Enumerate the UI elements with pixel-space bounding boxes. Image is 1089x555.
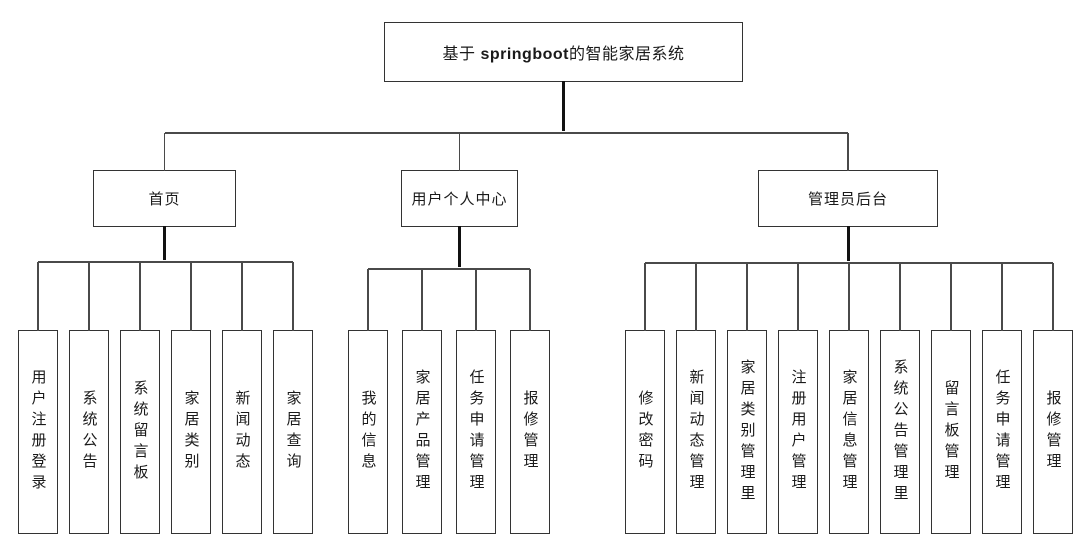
leaf-label: 新闻动态 — [233, 390, 251, 474]
leaf-label: 用户注册登录 — [29, 369, 47, 495]
leaf-node-user-register-login: 用户注册登录 — [18, 262, 58, 534]
branch-node-user-center: 用户个人中心 — [401, 133, 518, 267]
leaf-label: 系统公告 — [80, 390, 98, 474]
leaf-label: 任务申请管理 — [993, 369, 1011, 495]
leaf-node-task-apply-mgmt: 任务申请管理 — [456, 269, 496, 534]
leaf-label: 家居查询 — [284, 390, 302, 474]
leaf-label: 任务申请管理 — [467, 369, 485, 495]
leaf-label: 报修管理 — [1044, 390, 1062, 474]
leaf-node-message-board-mgmt: 留言板管理 — [931, 263, 971, 534]
leaf-node-home-product-mgmt: 家居产品管理 — [402, 269, 442, 534]
leaf-node-repair-mgmt: 报修管理 — [510, 269, 550, 534]
leaf-node-my-info: 我的信息 — [348, 269, 388, 534]
leaf-node-home-category: 家居类别 — [171, 262, 211, 534]
leaf-label: 我的信息 — [359, 390, 377, 474]
branch-node-home: 首页 — [93, 133, 236, 260]
leaf-label: 家居产品管理 — [413, 369, 431, 495]
leaf-node-home-search: 家居查询 — [273, 262, 313, 534]
leaf-node-news-mgmt: 新闻动态管理 — [676, 263, 716, 534]
leaf-group-admin: 修改密码 新闻动态管理 家居类别管理里 注册用户管理 家居信息管理 系统公告管理… — [625, 263, 1073, 534]
root-title-text: 基于 springboot的智能家居系统 — [442, 46, 685, 63]
leaf-label: 系统公告管理里 — [891, 358, 909, 506]
connector-bus-user-center-group — [368, 268, 530, 270]
leaf-label: 注册用户管理 — [789, 369, 807, 495]
leaf-node-system-announcement: 系统公告 — [69, 262, 109, 534]
connector-bus-top — [165, 132, 848, 134]
leaf-label: 修改密码 — [636, 390, 654, 474]
leaf-label: 系统留言板 — [131, 379, 149, 485]
leaf-node-system-announcement-mgmt: 系统公告管理里 — [880, 263, 920, 534]
leaf-group-user-center: 我的信息 家居产品管理 任务申请管理 报修管理 — [348, 269, 550, 534]
connector-bus-home-group — [38, 261, 293, 263]
branch-label: 管理员后台 — [807, 191, 888, 208]
leaf-group-home: 用户注册登录 系统公告 系统留言板 家居类别 新闻动态 家居查询 — [18, 262, 313, 534]
leaf-label: 家居类别管理里 — [738, 358, 756, 506]
connector-bus-admin-group — [645, 262, 1053, 264]
leaf-node-system-message-board: 系统留言板 — [120, 262, 160, 534]
leaf-node-home-category-mgmt: 家居类别管理里 — [727, 263, 767, 534]
branch-node-admin-backend: 管理员后台 — [758, 133, 938, 261]
root-node-system-title: 基于 springboot的智能家居系统 — [384, 22, 743, 131]
leaf-node-registered-user-mgmt: 注册用户管理 — [778, 263, 818, 534]
leaf-node-task-apply-mgmt-admin: 任务申请管理 — [982, 263, 1022, 534]
leaf-node-news-updates: 新闻动态 — [222, 262, 262, 534]
root-title-bold-part: springboot — [480, 46, 569, 63]
leaf-label: 报修管理 — [521, 390, 539, 474]
leaf-label: 家居信息管理 — [840, 369, 858, 495]
leaf-label: 家居类别 — [182, 390, 200, 474]
leaf-node-home-info-mgmt: 家居信息管理 — [829, 263, 869, 534]
leaf-node-repair-mgmt-admin: 报修管理 — [1033, 263, 1073, 534]
leaf-label: 留言板管理 — [942, 379, 960, 485]
branch-label: 用户个人中心 — [411, 191, 508, 208]
branch-label: 首页 — [148, 191, 181, 208]
leaf-label: 新闻动态管理 — [687, 369, 705, 495]
leaf-node-change-password: 修改密码 — [625, 263, 665, 534]
